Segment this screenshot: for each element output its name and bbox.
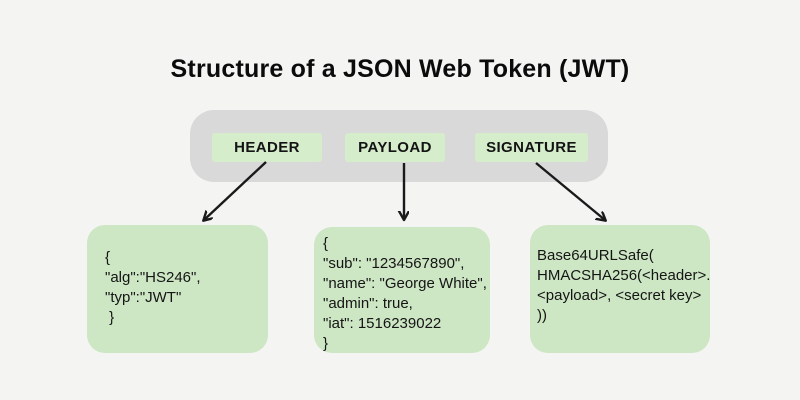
signature-formula-text: Base64URLSafe( HMACSHA256(<header>. <pay… <box>537 247 711 324</box>
jwt-segment-signature: SIGNATURE <box>475 133 588 162</box>
jwt-segment-payload: PAYLOAD <box>345 133 445 162</box>
payload-json-box: { "sub": "1234567890", "name": "George W… <box>314 227 490 353</box>
signature-formula-box: Base64URLSafe( HMACSHA256(<header>. <pay… <box>530 225 710 353</box>
page-title: Structure of a JSON Web Token (JWT) <box>170 55 630 83</box>
jwt-segment-header: HEADER <box>212 133 322 162</box>
header-json-box: { "alg":"HS246", "typ":"JWT" } <box>87 225 268 353</box>
header-json-text: { "alg":"HS246", "typ":"JWT" } <box>105 249 201 326</box>
jwt-segment-payload-label: PAYLOAD <box>358 139 432 156</box>
jwt-segment-header-label: HEADER <box>234 139 300 156</box>
jwt-token-bar: HEADER PAYLOAD SIGNATURE <box>190 110 608 182</box>
payload-json-text: { "sub": "1234567890", "name": "George W… <box>323 235 487 352</box>
jwt-segment-signature-label: SIGNATURE <box>486 139 577 156</box>
